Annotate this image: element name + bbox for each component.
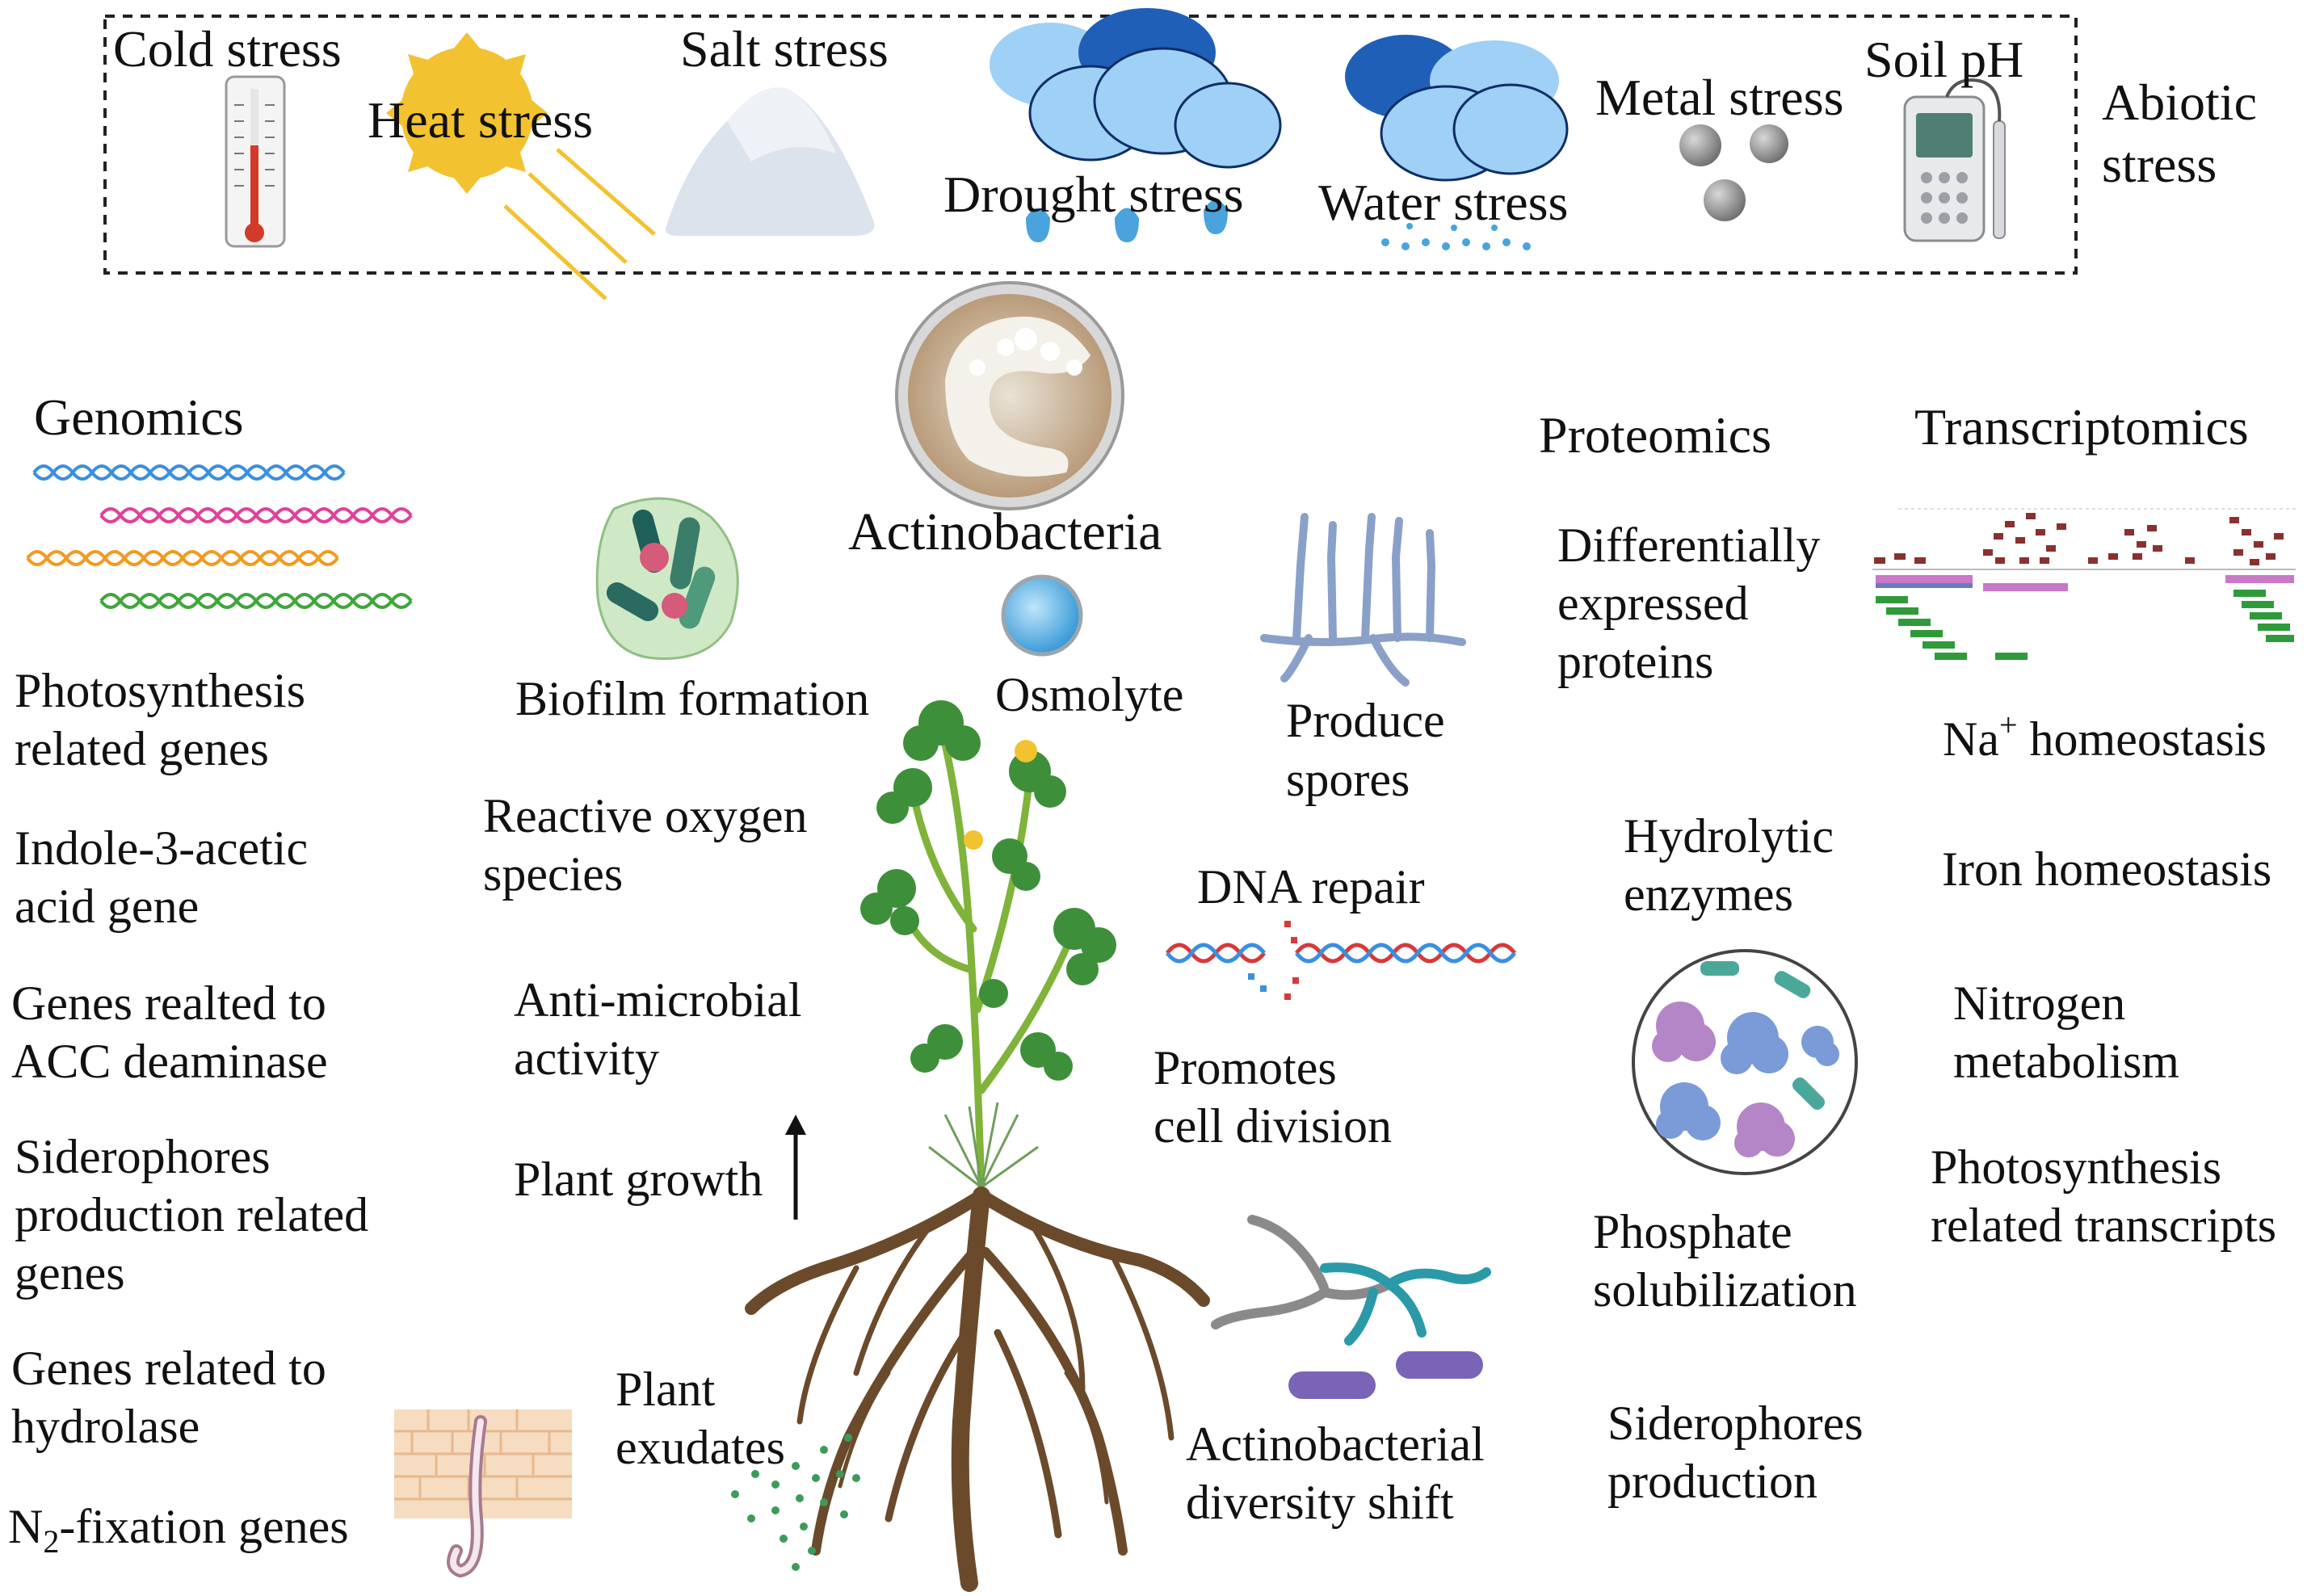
petri-dish-icon	[895, 281, 1124, 510]
root-cell-tissue-icon	[394, 1409, 572, 1578]
water-stress-label: Water stress	[1318, 174, 1568, 231]
diversity-label-line2: diversity shift	[1186, 1476, 1454, 1529]
sun-icon	[386, 32, 656, 300]
genomics-siderophores-line2: production related	[15, 1188, 368, 1241]
water-cloud-icon	[1345, 35, 1569, 250]
transcriptomics-nitrogen-line1: Nitrogen	[1953, 976, 2125, 1030]
broken-dna-icon	[1166, 921, 1516, 1000]
proteomics-phosphate-line2: solubilization	[1593, 1263, 1857, 1317]
proteomics-dep-line2: expressed	[1557, 577, 1749, 630]
transcriptomics-nitrogen-line2: metabolism	[1953, 1035, 2179, 1088]
transcriptomics-na-homeostasis: Na+ homeostasis	[1943, 707, 2267, 766]
genomics-hydrolase-line2: hydrolase	[11, 1400, 200, 1453]
osmolyte-icon	[1001, 574, 1083, 657]
transcriptomics-photosynthesis-line1: Photosynthesis	[1931, 1140, 2221, 1194]
genomics-title: Genomics	[34, 388, 244, 446]
antimicrobial-label-line1: Anti-microbial	[514, 973, 802, 1027]
plant-icon	[860, 700, 1116, 1199]
enzyme-circle-icon	[1632, 949, 1858, 1175]
transcriptomics-title: Transcriptomics	[1914, 398, 2249, 456]
metal-balls-icon	[1679, 124, 1788, 221]
drought-stress-label: Drought stress	[943, 166, 1244, 223]
ph-meter-icon	[1903, 78, 2006, 242]
exudates-label-line2: exudates	[616, 1421, 785, 1474]
genomics-n2-fixation: N2-fixation genes	[8, 1500, 349, 1560]
bacterium-rod-icon	[1396, 1351, 1483, 1379]
genomics-acc-line2: ACC deaminase	[11, 1035, 328, 1088]
hyphae-rods-icon	[1211, 1215, 1491, 1346]
abiotic-stress-box	[103, 15, 2078, 275]
plant-growth-label: Plant growth	[514, 1153, 763, 1206]
spores-icon	[1260, 513, 1466, 687]
up-arrow-icon	[785, 1115, 806, 1220]
genomics-siderophores-line3: genes	[15, 1246, 125, 1300]
proteomics-siderophores-line2: production	[1607, 1455, 1817, 1508]
proteomics-dep-line1: Differentially	[1557, 519, 1820, 572]
ros-label-line2: species	[483, 847, 623, 901]
abiotic-label-line1: Abiotic	[2102, 74, 2257, 131]
exudates-label-line1: Plant	[616, 1363, 716, 1416]
soil-ph-label: Soil pH	[1864, 31, 2023, 88]
osmolyte-label: Osmolyte	[995, 668, 1183, 721]
antimicrobial-label-line2: activity	[514, 1031, 659, 1085]
genomics-photosynthesis-line1: Photosynthesis	[15, 664, 305, 717]
spores-label-line1: Produce	[1286, 694, 1445, 747]
heat-stress-label: Heat stress	[368, 91, 593, 149]
dna-helix-icon	[26, 464, 413, 609]
proteomics-phosphate-line1: Phosphate	[1593, 1205, 1792, 1258]
proteomics-dep-line3: proteins	[1557, 635, 1713, 688]
cell-division-label-line2: cell division	[1154, 1099, 1392, 1153]
cell-division-label-line1: Promotes	[1154, 1041, 1337, 1094]
metal-stress-label: Metal stress	[1595, 69, 1844, 126]
proteomics-title: Proteomics	[1539, 406, 1771, 464]
cold-stress-label: Cold stress	[113, 20, 342, 78]
genomics-iaa-line1: Indole-3-acetic	[15, 821, 308, 875]
actinobacteria-label: Actinobacteria	[848, 502, 1162, 561]
genomics-acc-line1: Genes realted to	[11, 976, 326, 1030]
biofilm-icon	[595, 497, 739, 660]
transcriptomics-iron-homeostasis: Iron homeostasis	[1942, 842, 2271, 896]
proteomics-siderophores-line1: Siderophores	[1607, 1396, 1864, 1450]
genomics-photosynthesis-line2: related genes	[15, 722, 269, 775]
bacterium-rod-icon	[1288, 1371, 1376, 1399]
genomics-siderophores-line1: Siderophores	[15, 1130, 271, 1183]
roots-icon	[745, 1186, 1210, 1592]
thermometer-icon	[225, 75, 286, 248]
ros-label-line1: Reactive oxygen	[483, 789, 808, 842]
spores-label-line2: spores	[1286, 753, 1410, 806]
abiotic-label-line2: stress	[2102, 136, 2217, 193]
dna-repair-label: DNA repair	[1197, 860, 1425, 914]
salt-pile-icon	[666, 87, 875, 236]
genome-track-icon	[1872, 508, 2296, 660]
transcriptomics-photosynthesis-line2: related transcripts	[1931, 1199, 2276, 1252]
proteomics-hydrolytic-line1: Hydrolytic	[1624, 809, 1834, 863]
exudate-dots-icon	[731, 1434, 860, 1571]
biofilm-label: Biofilm formation	[515, 672, 869, 725]
diversity-label-line1: Actinobacterial	[1186, 1418, 1485, 1471]
salt-stress-label: Salt stress	[680, 20, 889, 78]
drought-cloud-icon	[990, 8, 1282, 242]
genomics-hydrolase-line1: Genes related to	[11, 1342, 326, 1395]
genomics-iaa-line2: acid gene	[15, 880, 199, 933]
proteomics-hydrolytic-line2: enzymes	[1624, 867, 1793, 921]
